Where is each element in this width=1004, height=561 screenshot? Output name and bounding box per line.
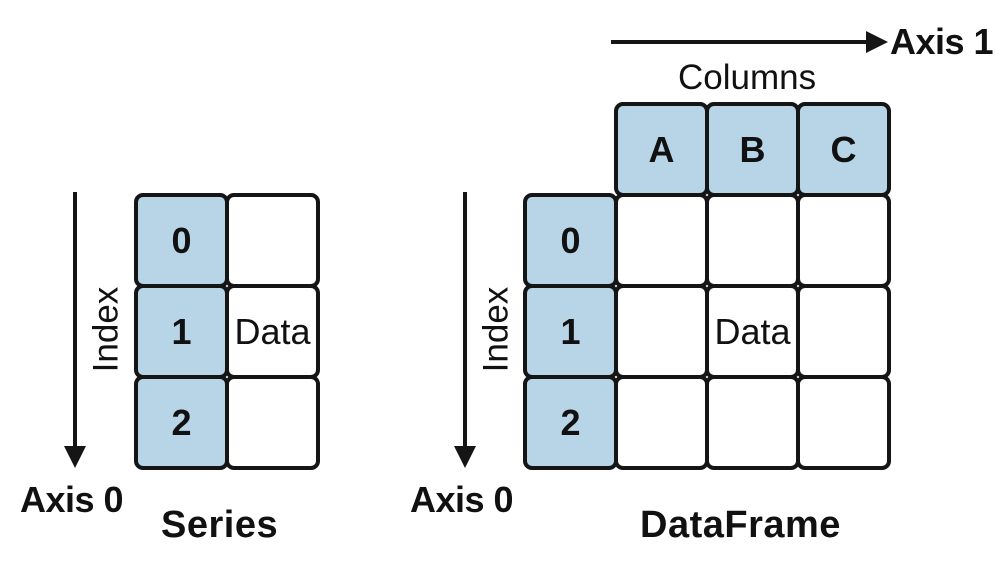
dataframe-data-cell: [796, 284, 891, 379]
dataframe-data-cell: [705, 193, 800, 288]
dataframe-index-cell-2: 2: [523, 375, 618, 470]
dataframe-columns-label: Columns: [678, 58, 817, 97]
dataframe-axis0-label: Axis 0: [410, 479, 514, 520]
dataframe-axis0-arrow: [454, 192, 476, 468]
dataframe-index-value: 0: [560, 219, 581, 261]
dataframe-data-cell: [796, 375, 891, 470]
series-index-cell-0: 0: [134, 193, 229, 288]
series-index-cell-1: 1: [134, 284, 229, 379]
dataframe-title: DataFrame: [640, 504, 841, 546]
dataframe-column-header-c: C: [796, 102, 891, 197]
series-index-value: 2: [171, 401, 192, 443]
dataframe-data-cell: [614, 193, 709, 288]
series-axis0-arrow: [64, 192, 86, 468]
column-name: A: [648, 128, 675, 170]
column-name: B: [739, 128, 766, 170]
series-index-cell-2: 2: [134, 375, 229, 470]
series-data-cell-0: [225, 193, 320, 288]
dataframe-data-cell: [614, 284, 709, 379]
dataframe-index-value: 1: [560, 310, 581, 352]
dataframe-data-label: Data: [714, 310, 791, 352]
dataframe-axis1-arrow: [611, 31, 888, 53]
dataframe-data-cell-center: Data: [705, 284, 800, 379]
dataframe-data-cell: [796, 193, 891, 288]
series-data-cell-1: Data: [225, 284, 320, 379]
dataframe-column-header-b: B: [705, 102, 800, 197]
dataframe-data-cell: [705, 375, 800, 470]
series-index-value: 0: [171, 219, 192, 261]
series-index-label: Index: [86, 286, 126, 373]
series-data-label: Data: [234, 310, 311, 352]
series-axis0-label: Axis 0: [20, 479, 124, 520]
series-data-cell-2: [225, 375, 320, 470]
dataframe-data-cell: [614, 375, 709, 470]
dataframe-axis1-label: Axis 1: [890, 21, 994, 62]
dataframe-index-label: Index: [476, 286, 516, 373]
dataframe-index-value: 2: [560, 401, 581, 443]
dataframe-column-header-a: A: [614, 102, 709, 197]
column-name: C: [830, 128, 857, 170]
series-index-value: 1: [171, 310, 192, 352]
dataframe-index-cell-1: 1: [523, 284, 618, 379]
series-title: Series: [161, 504, 279, 546]
dataframe-index-cell-0: 0: [523, 193, 618, 288]
